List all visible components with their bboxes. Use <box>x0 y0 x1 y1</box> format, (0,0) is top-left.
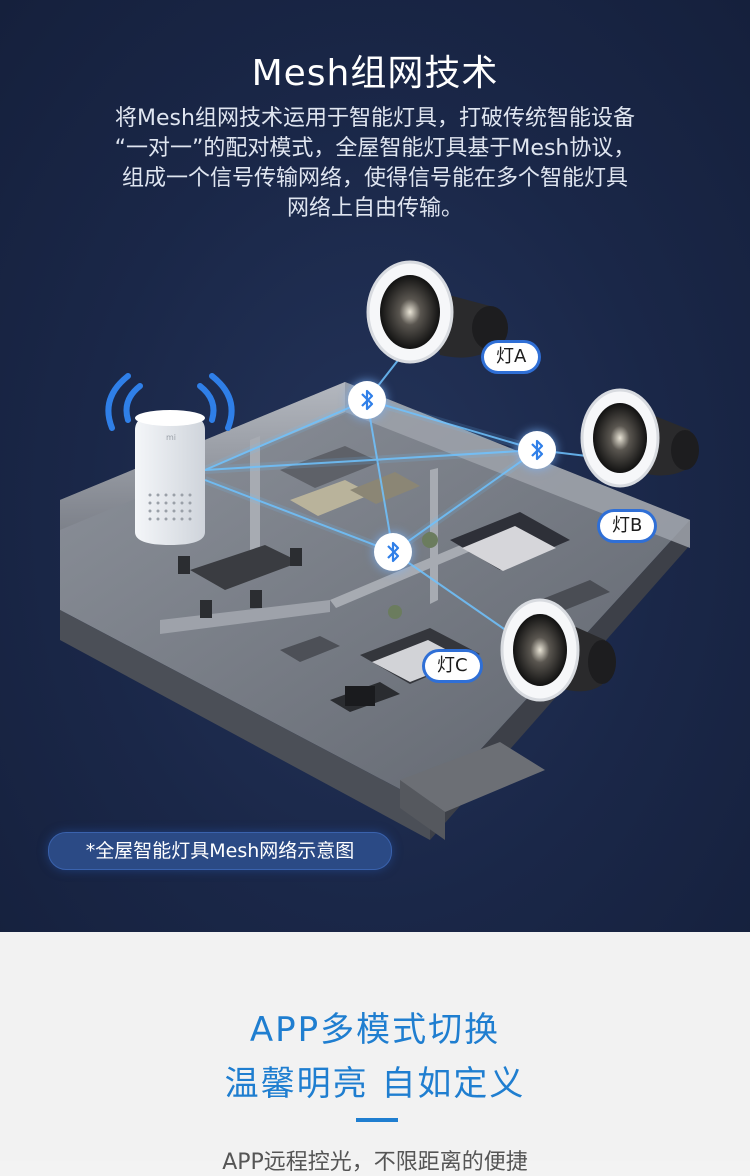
hero-description-line: 组成一个信号传输网络，使得信号能在多个智能灯具 <box>121 166 628 191</box>
hero-description: 将Mesh组网技术运用于智能灯具，打破传统智能设备 “一对一”的配对模式，全屋智… <box>80 104 670 224</box>
downlight-a <box>366 260 508 364</box>
light-b-label: 灯B <box>600 512 655 540</box>
bluetooth-icon <box>348 381 386 419</box>
app-mode-section: APP多模式切换 温馨明亮 自如定义 APP远程控光，不限距离的便捷 <box>0 932 750 1175</box>
mesh-link-glow <box>203 396 540 556</box>
section-subtitle: 温馨明亮 自如定义 <box>224 1064 526 1104</box>
smart-speaker <box>135 410 205 545</box>
house-furniture <box>178 446 610 712</box>
downlight-b <box>580 388 699 488</box>
bluetooth-icon <box>374 533 412 571</box>
speaker-logo: mi <box>166 433 176 442</box>
bluetooth-icon <box>518 431 556 469</box>
diagram-caption: *全屋智能灯具Mesh网络示意图 <box>48 832 392 870</box>
light-c-label: 灯C <box>425 652 480 680</box>
house-mesh-illustration: mi <box>60 260 699 840</box>
section-divider <box>356 1118 398 1122</box>
section-title: APP多模式切换 <box>249 1010 501 1050</box>
mesh-hero-section: Mesh组网技术 将Mesh组网技术运用于智能灯具，打破传统智能设备 “一对一”… <box>0 0 750 932</box>
light-a-label: 灯A <box>484 343 539 371</box>
hero-title: Mesh组网技术 <box>251 53 499 94</box>
hero-description-line: 将Mesh组网技术运用于智能灯具，打破传统智能设备 <box>115 106 635 131</box>
downlight-c <box>500 598 616 702</box>
wifi-icon <box>105 373 235 431</box>
section-body: APP远程控光，不限距离的便捷 <box>222 1150 528 1175</box>
hero-description-line: “一对一”的配对模式，全屋智能灯具基于Mesh协议， <box>114 136 636 161</box>
hero-description-line: 网络上自由传输。 <box>286 196 463 221</box>
